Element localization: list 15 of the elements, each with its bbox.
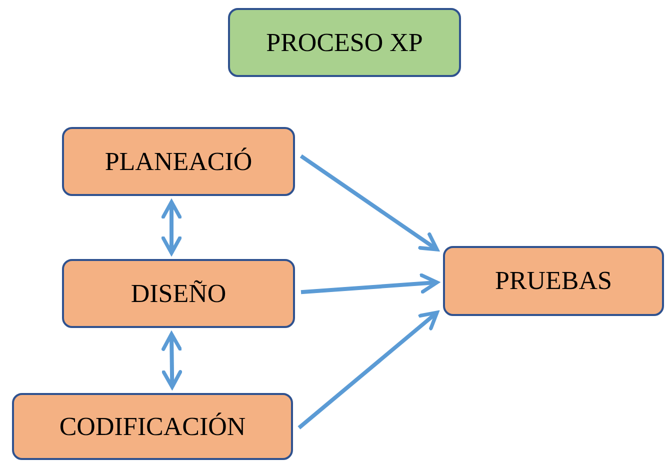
node-label: PRUEBAS bbox=[494, 266, 612, 296]
arrow bbox=[300, 273, 439, 294]
node-label: PLANEACIÓ bbox=[104, 146, 252, 176]
process-box bbox=[62, 259, 295, 328]
arrow bbox=[161, 200, 182, 255]
arrow bbox=[298, 310, 439, 430]
node-label: DISEÑO bbox=[130, 278, 226, 308]
arrow bbox=[300, 154, 439, 252]
node-label: PROCESO XP bbox=[266, 28, 423, 58]
process-box bbox=[62, 127, 295, 196]
title-box bbox=[228, 8, 461, 77]
process-box bbox=[12, 393, 293, 460]
node-label: CODIFICACIÓN bbox=[59, 412, 246, 442]
process-box bbox=[443, 246, 664, 316]
arrow bbox=[162, 332, 182, 389]
